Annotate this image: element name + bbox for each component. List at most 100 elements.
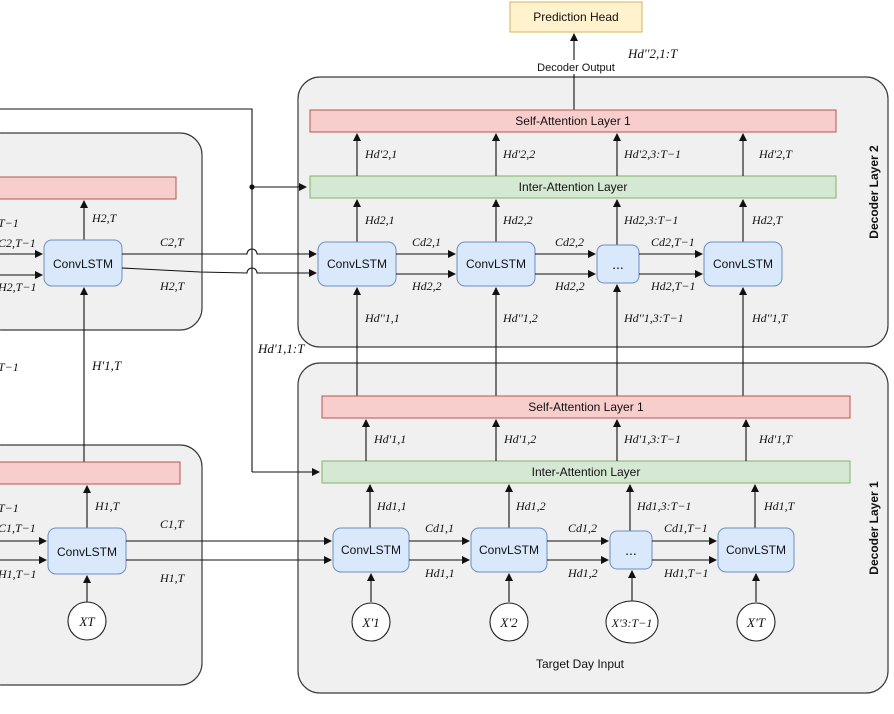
enc-h2Tm1-label: H2,T−1 [0, 280, 36, 294]
d2-sa-out-4: Hd'2,T [758, 147, 793, 161]
enc-c2T-label: C2,T [160, 235, 185, 249]
hd1-cross-label: Hd'1,1:T [257, 341, 305, 356]
encoder-input-xT [67, 601, 107, 641]
decoder-input-4 [736, 602, 776, 642]
d2-in-label-3: Hd''1,3:T−1 [623, 311, 684, 325]
d1-c-label-3: Cd1,T−1 [664, 521, 708, 535]
d1-ellipsis-label: ... [625, 542, 637, 558]
d2-sa-out-1: Hd'2,1 [364, 147, 397, 161]
d2-c-label-2: Cd2,2 [555, 235, 584, 249]
d1-ia-in-3: Hd1,3:T−1 [636, 499, 691, 513]
decoder-layer1-label: Decoder Layer 1 [867, 481, 881, 575]
decoder-input-1 [351, 602, 391, 642]
d1-ia-in-4: Hd1,T [763, 499, 796, 513]
d1-input-label-1: X'1 [361, 615, 379, 630]
encoder-self-attention-1 [0, 461, 181, 485]
d1-ellipsis-cell [609, 530, 653, 570]
d1-sa-out-4: Hd'1,T [758, 432, 793, 446]
d2-sa-out-2: Hd'2,2 [502, 147, 535, 161]
encoder-to-inter-attention-2-line [0, 108, 307, 191]
enc-t-minus-1-c: T−1 [0, 501, 19, 515]
d2-convlstm-1 [317, 241, 397, 287]
decoder2-inter-attention [309, 175, 837, 199]
d1-c-label-2: Cd1,2 [568, 521, 597, 535]
d1-convlstm-4-label: ConvLSTM [726, 543, 786, 557]
d1-input-label-2: X'2 [499, 615, 518, 630]
encoder2-convlstm-label: ConvLSTM [53, 257, 113, 271]
d1-h-label-2: Hd1,2 [567, 566, 598, 580]
enc-h2T-out-label: H2,T [159, 279, 186, 293]
encoder1-convlstm-label: ConvLSTM [57, 545, 117, 559]
enc-h1T-label: H1,T [94, 499, 121, 513]
enc-t-minus-1-b: T−1 [0, 360, 19, 374]
d1-convlstm-2 [470, 527, 548, 573]
decoder2-inter-attention-label: Inter-Attention Layer [519, 180, 628, 194]
decoder2-self-attention-label: Self-Attention Layer 1 [515, 114, 631, 128]
d2-convlstm-4 [703, 241, 783, 287]
d2-sa-out-3: Hd'2,3:T−1 [623, 147, 681, 161]
d1-input-label-3: X'3:T−1 [611, 616, 653, 630]
target-day-input-label: Target Day Input [536, 657, 625, 671]
d1-convlstm-1 [332, 527, 410, 573]
d2-ia-in-4: Hd2,T [751, 213, 784, 227]
enc-h1Tm1-label: H1,T−1 [0, 567, 36, 581]
d2-in-label-1: Hd''1,1 [364, 311, 400, 325]
d1-input-label-4: X'T [746, 615, 766, 630]
decoder1-self-attention-label: Self-Attention Layer 1 [528, 400, 644, 414]
d2-ia-in-1: Hd2,1 [364, 213, 395, 227]
prediction-head-label: Prediction Head [533, 10, 618, 24]
encoder-layer2-panel [0, 132, 203, 331]
d1-convlstm-1-label: ConvLSTM [341, 543, 401, 557]
d2-convlstm-2 [456, 241, 536, 287]
enc-c1T-label: C1,T [160, 517, 185, 531]
d1-sa-out-2: Hd'1,2 [503, 432, 536, 446]
enc2-to-dec2-h-line [121, 267, 317, 277]
d2-c-label-3: Cd2,T−1 [651, 235, 695, 249]
decoder-input-2 [489, 602, 529, 642]
encoder2-convlstm [43, 239, 123, 287]
encoder1-convlstm [47, 527, 127, 575]
decoder1-inter-attention [321, 460, 851, 484]
encoder-self-attention-2 [0, 176, 177, 200]
d2-h-label-2: Hd2,2 [554, 279, 585, 293]
d1-convlstm-4 [717, 527, 795, 573]
d1-h-label-3: Hd1,T−1 [663, 566, 708, 580]
enc-c2Tm1-label: C2,T−1 [0, 236, 36, 250]
d1-h-label-1: Hd1,1 [424, 566, 455, 580]
d1-ia-in-1: Hd1,1 [376, 499, 407, 513]
d1-convlstm-2-label: ConvLSTM [479, 543, 539, 557]
d2-ellipsis-cell [596, 244, 640, 284]
enc-h1T-out-label: H1,T [159, 571, 186, 585]
decoder-output-math: Hd''2,1:T [627, 46, 678, 61]
d2-convlstm-4-label: ConvLSTM [713, 257, 773, 271]
enc-xT-label: XT [78, 614, 95, 629]
decoder1-inter-attention-label: Inter-Attention Layer [532, 465, 641, 479]
d2-in-label-4: Hd''1,T [751, 311, 789, 325]
decoder-output-label-bg [530, 60, 622, 74]
enc-c1Tm1-label: C1,T−1 [0, 521, 36, 535]
d2-convlstm-2-label: ConvLSTM [466, 257, 526, 271]
d1-sa-out-3: Hd'1,3:T−1 [623, 432, 681, 446]
enc-t-minus-1-a: T−1 [0, 216, 19, 230]
enc-h2T-label: H2,T [91, 211, 118, 225]
d1-sa-out-1: Hd'1,1 [373, 432, 406, 446]
d2-ia-in-3: Hd2,3:T−1 [623, 213, 678, 227]
enc-h1Tprime-label: H'1,T [91, 358, 122, 373]
decoder-input-3 [605, 600, 659, 644]
decoder2-self-attention [309, 109, 837, 133]
d2-in-label-2: Hd''1,2 [502, 311, 538, 325]
decoder1-self-attention [321, 395, 851, 419]
d2-ellipsis-label: ... [612, 256, 624, 272]
d2-c-label-1: Cd2,1 [412, 235, 441, 249]
d1-c-label-1: Cd1,1 [425, 521, 454, 535]
d2-ia-in-2: Hd2,2 [502, 213, 533, 227]
d1-ia-in-2: Hd1,2 [515, 499, 546, 513]
decoder-layer2-label: Decoder Layer 2 [867, 145, 881, 239]
d2-h-label-1: Hd2,2 [411, 279, 442, 293]
d2-h-label-3: Hd2,T−1 [650, 279, 695, 293]
prediction-head [509, 1, 643, 33]
d2-convlstm-1-label: ConvLSTM [327, 257, 387, 271]
decoder-output-label: Decoder Output [537, 62, 615, 74]
